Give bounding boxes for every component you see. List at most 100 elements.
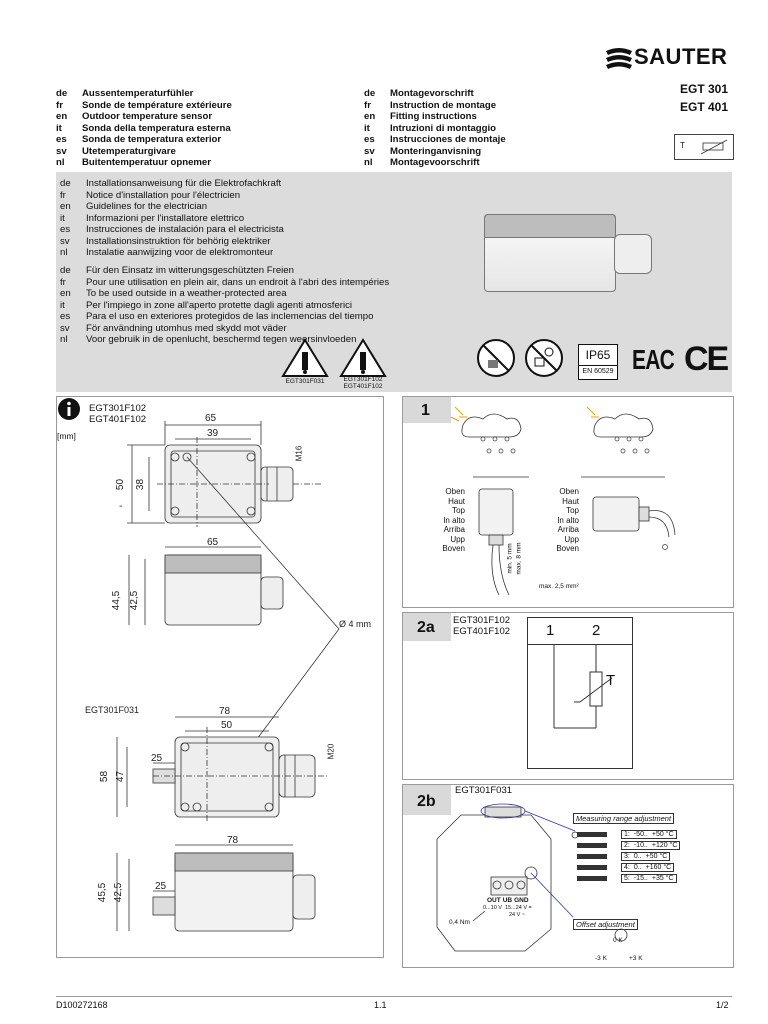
range-hi: +35 °C — [651, 875, 674, 882]
ub-note: 15...24 V = — [505, 905, 532, 911]
product-image — [484, 212, 684, 292]
dip-switch-icon — [577, 876, 607, 881]
ce-mark: CE — [684, 340, 729, 378]
symbol-box: T — [674, 134, 734, 160]
range-n: 3: — [624, 853, 630, 860]
info-icon — [58, 398, 80, 420]
lang-text: Utetemperaturgivare — [82, 145, 176, 157]
lang-code: es — [56, 134, 67, 145]
lang-text: Aussentemperaturfühler — [82, 88, 194, 99]
dim-78: 78 — [219, 706, 231, 717]
terminal-label: UB — [502, 897, 513, 904]
ub-note-2: 24 V ~ — [509, 912, 526, 918]
dim-78b: 78 — [227, 835, 239, 846]
lang-code: it — [60, 212, 65, 224]
lang-text: Notice d'installation pour l'électricien — [86, 189, 241, 201]
dim-58: 58 — [99, 770, 111, 783]
lang-code: de — [60, 265, 71, 276]
lang-text: Sonda della temperatura esterna — [82, 122, 231, 134]
range-n: 4: — [624, 864, 630, 871]
orientation-word: Arriba — [443, 525, 465, 534]
lang-text: Monteringanvisning — [390, 145, 482, 157]
warning-label-2: EGT301F102 — [343, 376, 383, 383]
dim-m16: M16 — [294, 445, 304, 462]
offset-title: Offset adjustment — [573, 919, 638, 930]
logo-text: SAUTER — [634, 44, 728, 69]
step-2a-panel: 2a EGT301F102 EGT401F102 1 2 T — [402, 612, 734, 780]
lang-text: Sonda de temperatura exterior — [82, 134, 222, 145]
lang-code: fr — [60, 189, 66, 201]
step-1-number: 1 — [421, 402, 430, 419]
lang-code: es — [364, 134, 375, 145]
ip-rating: IP65 — [585, 348, 611, 362]
dim-42-5b: 42,5 — [113, 882, 125, 903]
range-lo: 0.. — [633, 853, 642, 860]
range-row: 3:0..+50 °C — [577, 851, 680, 862]
step-2b-panel: 2b EGT301F031 Measuring range adjustment… — [402, 784, 734, 968]
lang-code: nl — [364, 157, 373, 168]
torque: 0,4 Nm — [449, 919, 470, 926]
cable-max: max. 8 mm — [515, 542, 523, 575]
orientation-word: Haut — [562, 496, 579, 506]
lang-text: Outdoor temperature sensor — [82, 111, 213, 122]
thermistor-label: T — [606, 672, 616, 689]
ip-rating-box: IP65 EN 60529 — [578, 344, 618, 380]
lang-code: it — [364, 122, 370, 134]
lang-text: Per l'impiego in zone all'aperto protett… — [86, 299, 353, 311]
offset-minus: -3 K — [595, 955, 607, 962]
orientation-word: Upp — [450, 534, 465, 544]
lang-code: nl — [56, 157, 65, 168]
lang-code: nl — [60, 334, 68, 345]
offset-plus: +3 K — [629, 955, 643, 962]
range-n: 1: — [624, 831, 630, 838]
dim-42-5: 42,5 — [129, 590, 141, 611]
lang-code: es — [60, 224, 71, 235]
lang-text: Pour une utilisation en plein air, dans … — [86, 276, 390, 288]
wiring-diagram-2a: 1 2 T — [527, 617, 633, 769]
page-number: 1/2 — [716, 1000, 729, 1010]
lang-code: nl — [60, 247, 68, 258]
lang-text: Intruzioni di montaggio — [390, 122, 497, 134]
orientation-word: Top — [566, 506, 579, 515]
dim-50: 50 — [115, 478, 127, 491]
range-n: 2: — [624, 842, 630, 849]
terminal-2: 2 — [592, 622, 601, 639]
lang-code: en — [60, 288, 71, 299]
cable-min: min. 5 mm — [506, 543, 514, 574]
lang-row: it Informazioni per l'installatore elettr… — [60, 213, 284, 225]
lang-text: Informazioni per l'installatore elettric… — [86, 212, 245, 224]
wire-size: max. 2,5 mm² — [539, 583, 579, 590]
dims-model-b: EGT301F031 — [85, 705, 140, 715]
range-hi: +120 °C — [651, 842, 678, 849]
lang-text: Guidelines for the electrician — [86, 201, 208, 212]
eac-mark: EAC — [632, 344, 675, 375]
lang-text: Para el uso en exteriores protegidos de … — [86, 311, 374, 322]
orientation-word: Haut — [448, 496, 465, 506]
dim-47: 47 — [115, 770, 127, 783]
lang-row: it Intruzioni di montaggio — [364, 123, 506, 135]
symbol-label: T — [680, 141, 685, 150]
lang-code: de — [364, 88, 376, 99]
dimensions-panel: EGT301F102 EGT401F102 [mm] — [56, 396, 384, 958]
lang-text: För användning utomhus med skydd mot väd… — [86, 322, 287, 334]
orientation-word: Boven — [442, 544, 465, 553]
lang-code: fr — [56, 99, 63, 111]
orientation-word: Oben — [559, 487, 579, 496]
lang-code: it — [60, 299, 65, 311]
lang-code: sv — [60, 235, 70, 247]
orientation-word: Arriba — [557, 525, 579, 534]
step-2a-model-1: EGT301F102 — [453, 615, 511, 626]
lang-code: sv — [60, 322, 70, 334]
mounting-illustration — [450, 406, 676, 596]
range-hi: +50 °C — [651, 831, 674, 838]
